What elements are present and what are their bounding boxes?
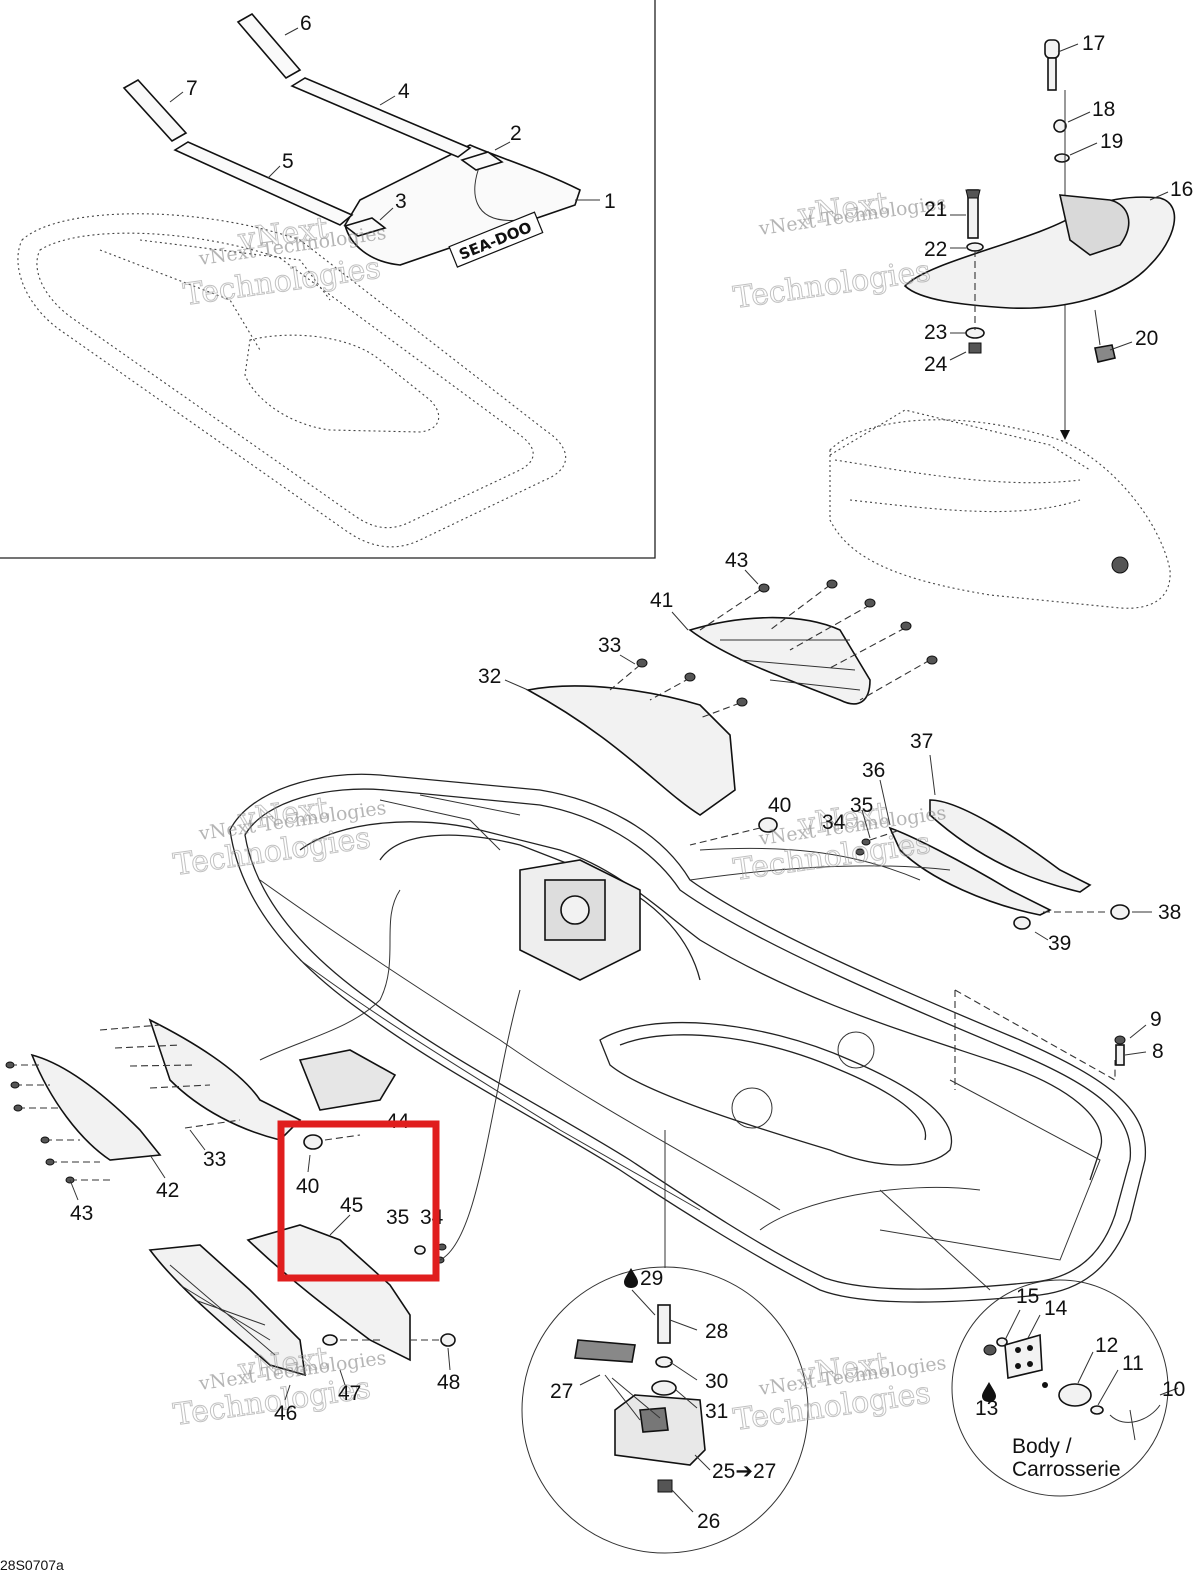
callout-34b: 34 <box>420 1206 444 1229</box>
callout-22: 22 <box>924 238 947 261</box>
callout-32: 32 <box>478 665 501 688</box>
mat-inset-panel: SEA-DOO <box>0 0 656 559</box>
detail-circle-right <box>879 1189 1169 1497</box>
callout-47: 47 <box>338 1382 361 1405</box>
callout-12: 12 <box>1095 1334 1118 1357</box>
callout-14: 14 <box>1044 1297 1068 1320</box>
callout-38: 38 <box>1158 901 1181 924</box>
callout-23: 23 <box>924 321 947 344</box>
callout-3: 3 <box>395 190 407 213</box>
callout-1: 1 <box>604 190 616 213</box>
callout-21: 21 <box>924 198 947 221</box>
callout-35a: 35 <box>850 794 873 817</box>
svg-text:Technologies: Technologies <box>731 254 932 316</box>
callout-45: 45 <box>340 1194 363 1217</box>
callout-9: 9 <box>1150 1008 1162 1031</box>
callout-10: 10 <box>1162 1378 1185 1401</box>
callout-6: 6 <box>300 12 312 35</box>
oil-drop-icon <box>982 1382 996 1402</box>
leader-lines <box>69 27 1179 1513</box>
callout-48: 48 <box>437 1371 460 1394</box>
callout-18: 18 <box>1092 98 1115 121</box>
callout-26: 26 <box>697 1510 720 1533</box>
callout-46: 46 <box>274 1402 297 1425</box>
callout-27: 27 <box>550 1380 573 1403</box>
callout-13: 13 <box>975 1397 998 1420</box>
callout-17: 17 <box>1082 32 1105 55</box>
callout-16: 16 <box>1170 178 1193 201</box>
callout-41: 41 <box>650 589 673 612</box>
callout-36: 36 <box>862 759 885 782</box>
highlight-box <box>277 1120 440 1282</box>
callout-28: 28 <box>705 1320 728 1343</box>
body-label-line2: Carrosserie <box>1012 1458 1121 1481</box>
callout-30: 30 <box>705 1370 728 1393</box>
callout-24: 24 <box>924 353 948 376</box>
callout-42: 42 <box>156 1179 179 1202</box>
handle-assembly <box>829 39 1176 609</box>
diagram-id: 28S0707a <box>0 1557 64 1573</box>
callout-7: 7 <box>186 77 198 100</box>
callout-40b: 40 <box>296 1175 319 1198</box>
callout-33a: 33 <box>598 634 621 657</box>
callout-15: 15 <box>1016 1285 1039 1308</box>
callout-2: 2 <box>510 122 522 145</box>
callout-25: 25➔27 <box>712 1460 776 1483</box>
callout-4: 4 <box>398 80 410 103</box>
callout-8: 8 <box>1152 1040 1164 1063</box>
callout-29: 29 <box>640 1267 663 1290</box>
callout-5: 5 <box>282 150 294 173</box>
body-label-line1: Body / <box>1012 1435 1072 1458</box>
side-panels-upper <box>525 579 1130 1090</box>
callout-35b: 35 <box>386 1206 409 1229</box>
callout-39: 39 <box>1048 932 1071 955</box>
side-panels-lower <box>5 889 521 1377</box>
callout-33b: 33 <box>203 1148 226 1171</box>
callout-19: 19 <box>1100 130 1123 153</box>
callout-37: 37 <box>910 730 933 753</box>
callout-34a: 34 <box>822 811 846 834</box>
callout-31: 31 <box>705 1400 728 1423</box>
callout-40a: 40 <box>768 794 791 817</box>
callout-11: 11 <box>1122 1352 1144 1375</box>
screws-upper <box>609 579 1130 930</box>
main-hull <box>229 773 1147 1303</box>
callout-numbers: 1 2 3 4 5 6 7 8 9 10 11 12 13 14 15 16 1… <box>70 12 1193 1533</box>
callout-20: 20 <box>1135 327 1158 350</box>
callout-43b: 43 <box>70 1202 93 1225</box>
callout-43a: 43 <box>725 549 748 572</box>
svg-text:vNext: vNext <box>795 186 890 233</box>
detail-circle-center <box>521 1130 809 1554</box>
oil-drop-icon <box>624 1268 638 1288</box>
